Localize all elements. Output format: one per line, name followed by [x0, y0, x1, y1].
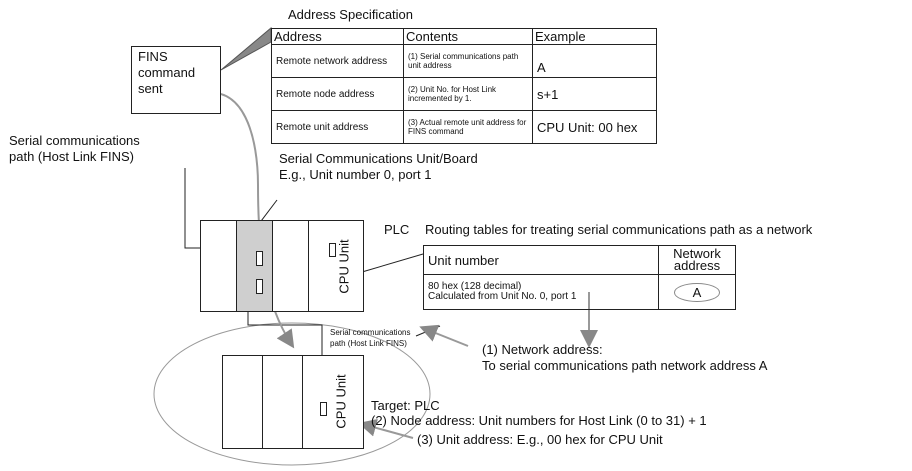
routing-col-network-address: Network address: [658, 245, 736, 275]
small-path-line-1: Serial communications: [330, 328, 411, 337]
table-row: Remote unit address (3) Actual remote un…: [271, 110, 657, 144]
address-cell: Remote node address: [271, 77, 404, 111]
routing-table: Unit number Network address 80 hex (128 …: [423, 245, 736, 310]
small-path-line-2: path (Host Link FINS): [330, 339, 407, 348]
network-header-line-1: Network: [673, 246, 721, 261]
example-cell: s+1: [532, 77, 657, 111]
scu-label: Serial Communications Unit/Board E.g., U…: [279, 151, 478, 183]
serial-path-line-2: path (Host Link FINS): [9, 149, 134, 164]
cpu-unit-label: CPU Unit: [336, 239, 352, 294]
routing-header-row: Unit number Network address: [423, 245, 736, 275]
target-cpu-connector: [320, 402, 327, 416]
header-example: Example: [532, 28, 657, 45]
target-label: Target: PLC: [371, 398, 440, 413]
plc-cpu-unit: CPU Unit: [308, 220, 364, 312]
contents-cell: (3) Actual remote unit address for FINS …: [403, 110, 533, 144]
address-spec-title: Address Specification: [288, 7, 414, 22]
callout-pointer: [220, 26, 272, 71]
routing-col-unit-number: Unit number: [423, 245, 659, 275]
example-cell: A: [532, 44, 657, 78]
fins-command-box: FINS command sent: [131, 46, 221, 114]
fins-line-2: command: [138, 65, 196, 80]
unit-value-line-1: 80 hex (128 decimal): [428, 281, 522, 292]
unit-address-note: (3) Unit address: E.g., 00 hex for CPU U…: [417, 432, 663, 447]
table-row: Remote network address (1) Serial commun…: [271, 44, 657, 78]
target-slot-1: [222, 355, 264, 449]
scu-line-1: Serial Communications Unit/Board: [279, 151, 478, 166]
plc-label: PLC: [384, 222, 410, 237]
fins-line-3: sent: [138, 81, 163, 96]
table-row: Remote node address (2) Unit No. for Hos…: [271, 77, 657, 111]
address-cell: Remote network address: [271, 44, 404, 78]
unit-address-arrow: [358, 419, 414, 439]
port-2-connector: [256, 279, 263, 294]
address-spec-header-row: Address Contents Example: [271, 28, 657, 45]
target-ellipse: [153, 322, 431, 466]
node-address-note: (2) Node address: Unit numbers for Host …: [371, 413, 707, 428]
address-cell: Remote unit address: [271, 110, 404, 144]
header-address: Address: [271, 28, 404, 45]
plc-leader: [361, 253, 424, 273]
serial-path-label: Serial communications path (Host Link FI…: [9, 133, 140, 165]
scu-line-2: E.g., Unit number 0, port 1: [279, 167, 432, 182]
unit-value-line-2: Calculated from Unit No. 0, port 1: [428, 291, 577, 302]
routing-unit-value: 80 hex (128 decimal) Calculated from Uni…: [423, 274, 659, 310]
port-1-connector: [256, 251, 263, 266]
address-spec-table: Address Contents Example Remote network …: [271, 28, 657, 144]
header-contents: Contents: [403, 28, 533, 45]
network-address-arrow: [419, 324, 469, 347]
routing-value-row: 80 hex (128 decimal) Calculated from Uni…: [423, 274, 736, 310]
network-header-line-2: address: [673, 258, 721, 273]
example-cell: CPU Unit: 00 hex: [532, 110, 657, 144]
network-address-note: (1) Network address: To serial communica…: [482, 342, 767, 374]
target-slot-2: [262, 355, 304, 449]
network-note-line-2: To serial communications path network ad…: [482, 358, 768, 373]
plc-slot-3: [272, 220, 310, 312]
target-cpu-unit-label: CPU Unit: [333, 374, 349, 429]
routing-network-value: A: [658, 274, 736, 310]
network-value-ellipse: A: [673, 282, 721, 302]
network-value-text: A: [692, 284, 702, 300]
target-cpu-unit: CPU Unit: [302, 355, 364, 449]
routing-title: Routing tables for treating serial commu…: [425, 222, 813, 237]
serial-comm-unit: [236, 220, 274, 312]
fins-line-1: FINS: [138, 49, 168, 64]
contents-cell: (2) Unit No. for Host Link incremented b…: [403, 77, 533, 111]
cpu-connector: [329, 243, 336, 257]
serial-path-line-1: Serial communications: [9, 133, 140, 148]
serial-path-small-label: Serial communications path (Host Link FI…: [330, 327, 410, 349]
network-note-line-1: (1) Network address:: [482, 342, 603, 357]
contents-cell: (1) Serial communications path unit addr…: [403, 44, 533, 78]
plc-slot-1: [200, 220, 238, 312]
